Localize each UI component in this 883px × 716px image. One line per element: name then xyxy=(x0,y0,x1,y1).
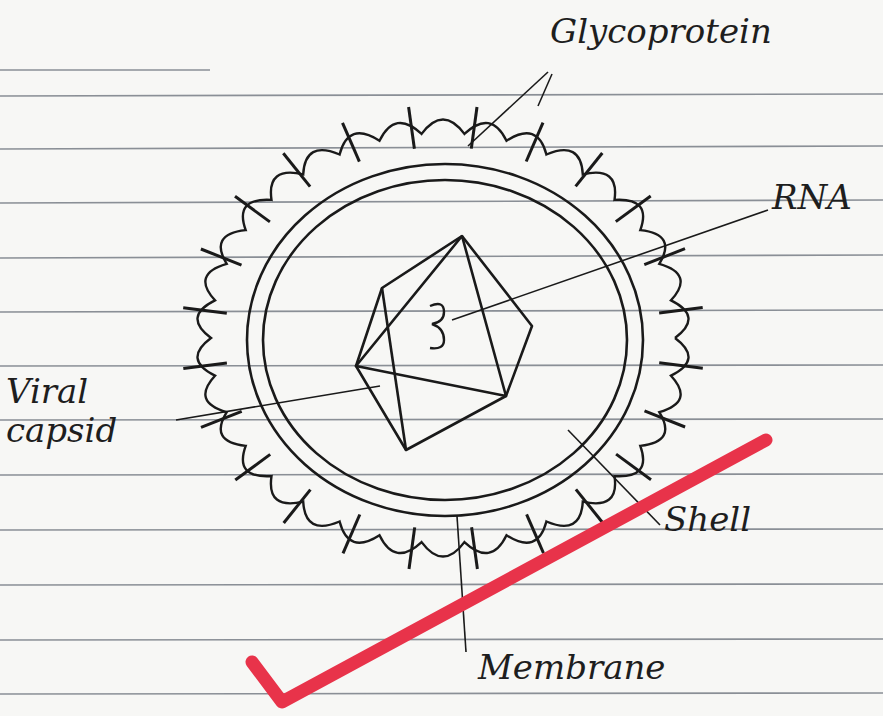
glycoprotein-spike xyxy=(201,249,242,265)
glycoprotein-spike xyxy=(201,411,242,427)
glycoprotein-spike xyxy=(616,196,651,222)
rna-label: RNA xyxy=(772,178,852,217)
glycoprotein-spike xyxy=(283,153,310,186)
membrane-ring xyxy=(247,164,643,516)
glycoprotein-spike xyxy=(616,454,651,480)
glycoprotein-label: Glycoprotein xyxy=(550,12,772,51)
glycoprotein-spike xyxy=(576,153,603,186)
capsid-shape xyxy=(356,236,532,450)
shell-ring xyxy=(263,180,627,500)
glycoprotein-spike xyxy=(659,307,703,313)
ruled-lines xyxy=(0,70,883,694)
glycoprotein-spike xyxy=(659,363,703,368)
rna-strand xyxy=(430,304,444,348)
glycoprotein-spike xyxy=(284,490,311,523)
glycoprotein-spike xyxy=(472,527,478,569)
shell-label: Shell xyxy=(664,500,751,539)
glycoprotein-spike xyxy=(409,527,415,569)
membrane-label: Membrane xyxy=(478,648,665,687)
check-mark xyxy=(252,440,766,702)
glycoprotein-spike xyxy=(235,454,270,480)
glycoprotein-spike xyxy=(235,196,270,222)
viral-envelope xyxy=(183,107,703,569)
glycoprotein-spike xyxy=(526,123,543,162)
glycoprotein-spike xyxy=(527,514,544,553)
glycoprotein-spike xyxy=(645,411,686,427)
envelope-scallops xyxy=(197,119,688,556)
glycoprotein-spike xyxy=(576,489,603,522)
leader-lines xyxy=(176,72,768,652)
capsid-label: Viral capsid xyxy=(6,372,174,450)
glycoprotein-spike xyxy=(409,107,415,149)
glycoprotein-spike xyxy=(343,123,360,162)
glycoprotein-spike xyxy=(183,363,227,369)
glycoprotein-spike xyxy=(183,308,227,313)
glycoprotein-spike xyxy=(343,515,360,554)
